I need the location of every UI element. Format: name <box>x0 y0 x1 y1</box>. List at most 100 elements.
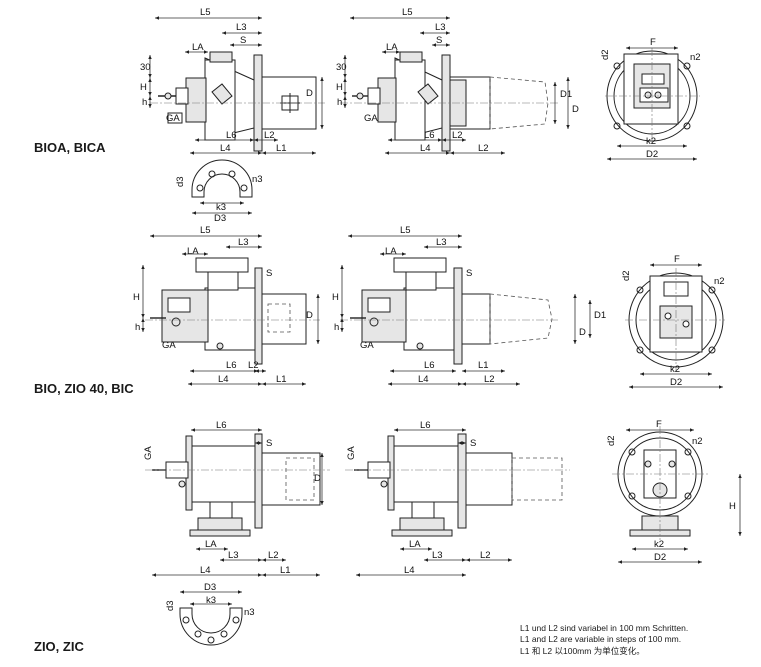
dim-L4: L4 <box>220 143 231 154</box>
zio-front-dims: F d2 n2 H k2 D2 <box>606 419 742 564</box>
svg-text:L6: L6 <box>424 360 435 371</box>
dim-LA: LA <box>192 42 204 53</box>
svg-text:D1: D1 <box>594 310 606 321</box>
svg-text:L6: L6 <box>216 420 227 431</box>
bica-side-view-right <box>340 51 560 152</box>
svg-text:GA: GA <box>364 113 378 124</box>
svg-text:L5: L5 <box>400 225 411 236</box>
svg-text:L3: L3 <box>238 237 249 248</box>
bic-side-view-right <box>340 257 560 365</box>
dim-30: 30 <box>140 62 151 73</box>
zio-dims-left: L6 S GA D LA L3 L2 L4 L1 <box>143 420 324 577</box>
svg-text:F: F <box>674 254 680 265</box>
svg-text:L4: L4 <box>200 565 211 576</box>
svg-text:GA: GA <box>143 446 154 460</box>
svg-text:D3: D3 <box>204 582 216 593</box>
svg-text:d2: d2 <box>606 435 617 446</box>
svg-text:n2: n2 <box>692 436 703 447</box>
svg-text:L4: L4 <box>218 374 229 385</box>
zio-front-view <box>612 426 708 540</box>
svg-text:n2: n2 <box>690 52 701 63</box>
bioa-front-dims: F d2 n2 k2 D2 <box>600 37 701 161</box>
svg-text:L2: L2 <box>480 550 491 561</box>
svg-text:GA: GA <box>162 340 176 351</box>
svg-text:L3: L3 <box>436 237 447 248</box>
svg-text:L4: L4 <box>418 374 429 385</box>
svg-text:L3: L3 <box>228 550 239 561</box>
svg-text:L1: L1 <box>276 374 287 385</box>
svg-text:k3: k3 <box>216 202 226 213</box>
zic-dims-right: L6 S GA LA L3 L2 L4 <box>346 420 512 577</box>
svg-text:L3: L3 <box>432 550 443 561</box>
dim-H: H <box>140 82 147 93</box>
svg-text:H: H <box>133 292 140 303</box>
svg-text:F: F <box>656 419 662 430</box>
bica-dims-right: L5 L3 S LA 30 H h GA L6 L2 L4 L2 D1 D <box>336 7 579 155</box>
svg-text:L2: L2 <box>452 130 463 141</box>
svg-text:30: 30 <box>336 62 347 73</box>
zio-side-view-left <box>145 433 330 537</box>
svg-text:L2: L2 <box>484 374 495 385</box>
svg-text:LA: LA <box>187 246 199 257</box>
bio-dims-left: L5 L3 LA S H h GA L6 L2 L4 L1 D <box>133 225 320 386</box>
svg-text:D2: D2 <box>646 149 658 160</box>
bio-side-view-left <box>145 257 320 365</box>
svg-text:L1: L1 <box>280 565 291 576</box>
svg-text:LA: LA <box>409 539 421 550</box>
svg-text:D2: D2 <box>670 377 682 388</box>
bioa-flange-view: k3 D3 d3 n3 <box>175 159 263 224</box>
section-label-bioa: BIOA, BICA <box>34 140 106 155</box>
svg-text:L4: L4 <box>420 143 431 154</box>
dim-D: D <box>306 88 313 99</box>
svg-text:n3: n3 <box>244 607 255 618</box>
section-label-bio: BIO, ZIO 40, BIC <box>34 381 134 396</box>
bioa-side-view-left <box>150 51 325 152</box>
svg-text:L1: L1 <box>478 360 489 371</box>
zic-side-view-right <box>345 433 570 537</box>
svg-text:S: S <box>466 268 472 279</box>
note-english: L1 and L2 are variable in steps of 100 m… <box>520 634 682 644</box>
svg-text:S: S <box>436 35 442 46</box>
svg-text:GA: GA <box>360 340 374 351</box>
svg-text:L3: L3 <box>435 22 446 33</box>
svg-text:n2: n2 <box>714 276 725 287</box>
svg-text:d3: d3 <box>165 600 176 611</box>
svg-text:D: D <box>314 473 321 484</box>
svg-text:LA: LA <box>386 42 398 53</box>
svg-text:S: S <box>470 438 476 449</box>
svg-text:L6: L6 <box>424 130 435 141</box>
svg-text:S: S <box>266 438 272 449</box>
svg-text:k2: k2 <box>646 136 656 147</box>
bio-front-view <box>625 268 725 372</box>
svg-text:D2: D2 <box>654 552 666 563</box>
note-chinese: L1 和 L2 以100mm 为单位变化。 <box>520 646 645 656</box>
svg-text:D: D <box>579 327 586 338</box>
dim-L3: L3 <box>236 22 247 33</box>
dim-GA: GA <box>166 113 180 124</box>
svg-text:F: F <box>650 37 656 48</box>
dim-L6: L6 <box>226 130 237 141</box>
svg-text:L6: L6 <box>226 360 237 371</box>
dim-S: S <box>240 35 246 46</box>
svg-text:k2: k2 <box>670 364 680 375</box>
bic-dims-right: L5 L3 LA S H h GA L6 L1 L4 L2 D1 D <box>332 225 606 386</box>
svg-text:d2: d2 <box>621 270 632 281</box>
bioa-dims-left: L5 L3 S LA 30 H h GA L6 L2 L4 L1 D <box>140 7 324 155</box>
svg-text:h: h <box>334 322 339 333</box>
svg-text:d2: d2 <box>600 49 611 60</box>
svg-text:LA: LA <box>385 246 397 257</box>
bioa-front-view <box>605 48 700 145</box>
svg-text:H: H <box>729 501 736 512</box>
svg-text:LA: LA <box>205 539 217 550</box>
svg-text:h: h <box>337 97 342 108</box>
dim-L2: L2 <box>264 130 275 141</box>
bio-front-dims: F d2 n2 k2 D2 <box>621 254 725 389</box>
svg-text:d3: d3 <box>175 176 186 187</box>
svg-text:H: H <box>336 82 343 93</box>
dim-L5: L5 <box>200 7 211 18</box>
svg-text:L2: L2 <box>268 550 279 561</box>
svg-text:L5: L5 <box>200 225 211 236</box>
svg-text:GA: GA <box>346 446 357 460</box>
svg-text:L6: L6 <box>420 420 431 431</box>
